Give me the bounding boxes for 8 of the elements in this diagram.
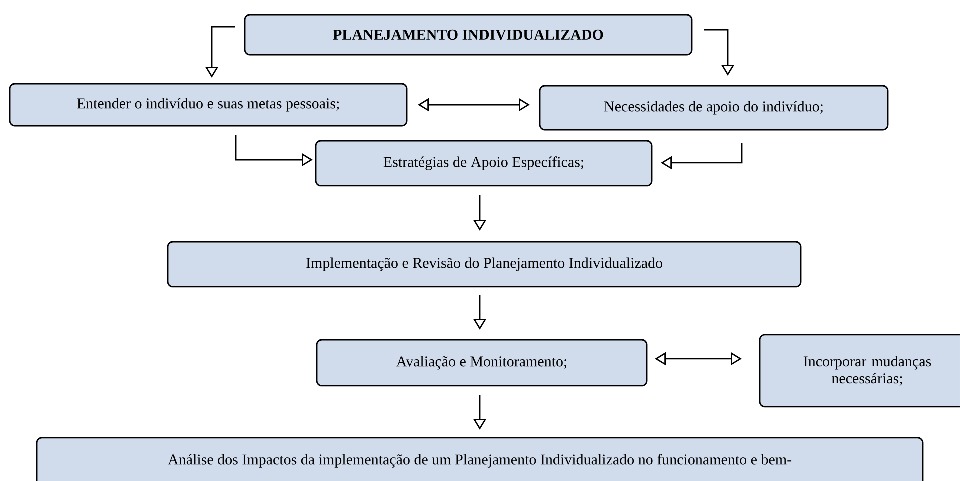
process-box: Estratégias de Apoio Específicas;: [315, 140, 653, 187]
title-box: PLANEJAMENTO INDIVIDUALIZADO: [244, 14, 693, 56]
process-box: Implementação e Revisão do Planejamento Individualizado: [167, 241, 802, 288]
process-box: Incorporar mudanças necessárias;: [759, 334, 960, 408]
process-box: Análise dos Impactos da implementação de um Planejamento Individualizado no funcionamento e bem-: [36, 437, 924, 481]
process-box: Avaliação e Monitoramento;: [316, 339, 648, 387]
process-box: Necessidades de apoio do indivíduo;: [539, 85, 889, 131]
process-box: Entender o indivíduo e suas metas pessoais;: [9, 83, 408, 127]
